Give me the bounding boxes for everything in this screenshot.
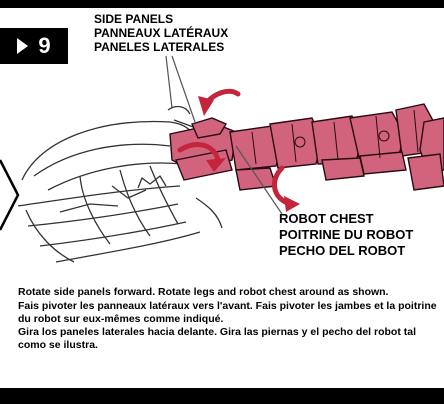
- rotate-arrow-legs-head-icon: [284, 196, 300, 212]
- instructions-text: Rotate side panels forward. Rotate legs …: [18, 286, 440, 353]
- instruction-spanish: Gira los paneles laterales hacia delante…: [18, 326, 440, 352]
- side-panels-leader-lines: [166, 56, 195, 122]
- page-edge-notch: [0, 160, 18, 230]
- robot-chest-label: ROBOT CHEST POITRINE DU ROBOT PECHO DEL …: [279, 211, 413, 259]
- instruction-french: Fais pivoter les panneaux latéraux vers …: [18, 300, 440, 326]
- side-panels-label: SIDE PANELS PANNEAUX LATÉRAUX PANELES LA…: [94, 12, 228, 54]
- instruction-english: Rotate side panels forward. Rotate legs …: [18, 286, 440, 299]
